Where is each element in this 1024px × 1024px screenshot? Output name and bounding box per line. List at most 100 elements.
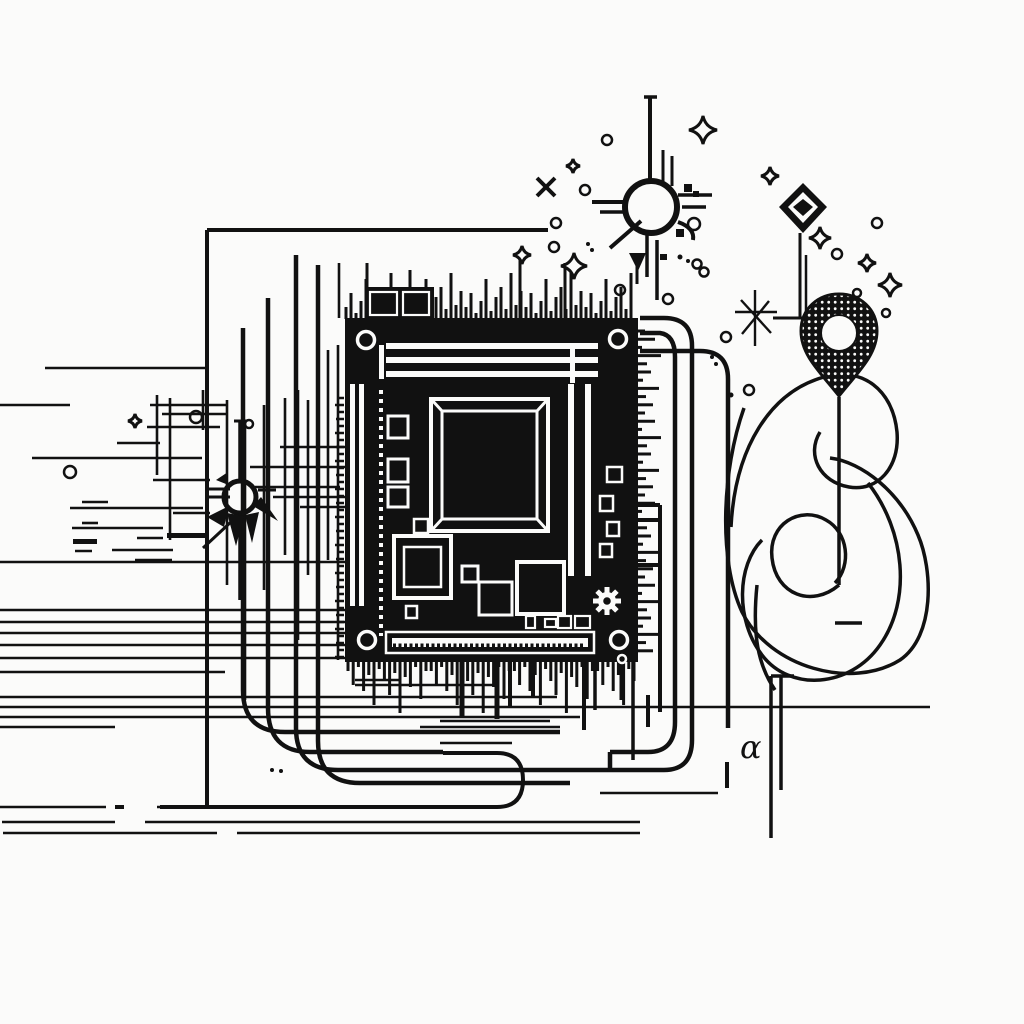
dot-ring <box>719 330 733 344</box>
chip-header-cell <box>401 290 431 317</box>
trace-right-vertical <box>640 348 731 728</box>
chip-screw <box>607 328 629 350</box>
kite-diamond <box>773 183 827 320</box>
cpu-bevel <box>429 517 444 533</box>
chip-capacitor <box>386 414 410 440</box>
chip-component <box>402 545 443 589</box>
dot-ring <box>613 283 627 297</box>
trace-u-curve <box>293 255 610 773</box>
chip-component <box>404 604 419 620</box>
chip-ram-slot <box>386 343 598 349</box>
chip-component <box>543 617 558 629</box>
speed-dash-thick <box>167 533 207 538</box>
chip-component <box>598 542 614 559</box>
chip-bottom-slot-bar <box>392 638 588 647</box>
dot-ring <box>742 383 756 397</box>
chip-component <box>515 560 566 616</box>
dot-ring <box>243 418 255 430</box>
dot-fill <box>714 362 718 366</box>
chip-ram-slot <box>386 357 598 363</box>
swirl-doodle <box>723 372 930 691</box>
cpu-die-inner <box>440 409 539 521</box>
chip-edge-bar <box>359 384 364 606</box>
starburst-ring <box>622 178 680 236</box>
trace-u-curve <box>315 265 570 786</box>
kite-core <box>793 199 813 216</box>
dot-ring <box>547 240 561 254</box>
location-pin <box>799 292 879 399</box>
sparkle-star <box>512 245 532 265</box>
dot-ring <box>62 464 78 480</box>
chip-component <box>460 564 480 584</box>
starburst-thorn <box>245 512 259 543</box>
trace-end-cap <box>160 751 526 809</box>
starburst-pixel <box>660 254 667 260</box>
chip-ram-slot <box>386 371 598 377</box>
starburst-pixel <box>676 229 684 237</box>
swirl-tail <box>753 584 777 691</box>
trace-right-u <box>610 330 678 755</box>
chip-component <box>605 520 621 538</box>
starburst-diagonal <box>201 519 234 550</box>
chip-screw-small <box>616 653 628 665</box>
sparkle-star <box>760 166 780 186</box>
dot-ring <box>686 216 702 232</box>
dot-ring <box>830 247 844 261</box>
chip-screw <box>355 329 377 351</box>
speed-dash-thick <box>73 539 97 544</box>
alpha-symbol: α <box>740 728 762 766</box>
dot-fill <box>590 248 594 252</box>
chip-header-cell <box>368 290 399 317</box>
starburst-thorn <box>227 513 244 546</box>
starburst-pixel <box>684 184 692 192</box>
cpu-bevel <box>535 517 550 533</box>
swirl-spiral <box>770 513 848 599</box>
dot-ring <box>600 133 614 147</box>
dot-fill <box>686 259 690 263</box>
starburst-top <box>592 95 712 300</box>
starburst-pixel <box>693 191 699 197</box>
chip-component <box>412 517 430 535</box>
sparkle-star <box>560 252 588 280</box>
chip-edge-bar <box>350 384 355 606</box>
pin-hole <box>820 314 858 352</box>
trace-u-curve <box>265 298 443 755</box>
starburst-thorn <box>253 497 278 521</box>
dot-ring <box>870 216 884 230</box>
thin-star-ray <box>741 300 770 335</box>
chip-component <box>556 614 573 630</box>
chip-component <box>524 614 537 630</box>
sparkle-star <box>565 158 581 174</box>
swirl-curve <box>729 372 899 528</box>
sparkles-and-dots <box>62 115 903 773</box>
starburst-thorn <box>216 472 228 484</box>
sparkle-star <box>857 253 877 273</box>
dot-ring <box>549 216 563 230</box>
dot-fill <box>586 242 590 246</box>
chip-edge-bar <box>585 384 591 576</box>
chip-capacitor <box>386 485 410 509</box>
chip-screw <box>608 629 630 651</box>
starburst-left <box>201 419 278 600</box>
dot-fill <box>728 392 734 398</box>
gear-icon <box>593 587 621 615</box>
dot-ring <box>880 307 892 319</box>
dot-fill <box>270 768 274 772</box>
chip-slot-tab <box>570 345 575 383</box>
chip-component <box>573 614 592 630</box>
chip-screw <box>356 629 378 651</box>
swirl-curve <box>723 407 930 676</box>
cpu-bevel <box>535 397 550 413</box>
chip-slot-tab <box>379 345 384 379</box>
trace-u-curve <box>240 328 560 735</box>
chip-component <box>598 494 615 513</box>
dot-fill <box>710 355 714 359</box>
sparkle-star <box>877 272 903 298</box>
chip-edge-bar <box>568 384 574 576</box>
starburst-thorn <box>207 506 229 527</box>
dot-ring <box>188 409 204 425</box>
sparkle-star <box>688 115 718 145</box>
dot-ring <box>578 183 592 197</box>
chip <box>335 258 661 719</box>
